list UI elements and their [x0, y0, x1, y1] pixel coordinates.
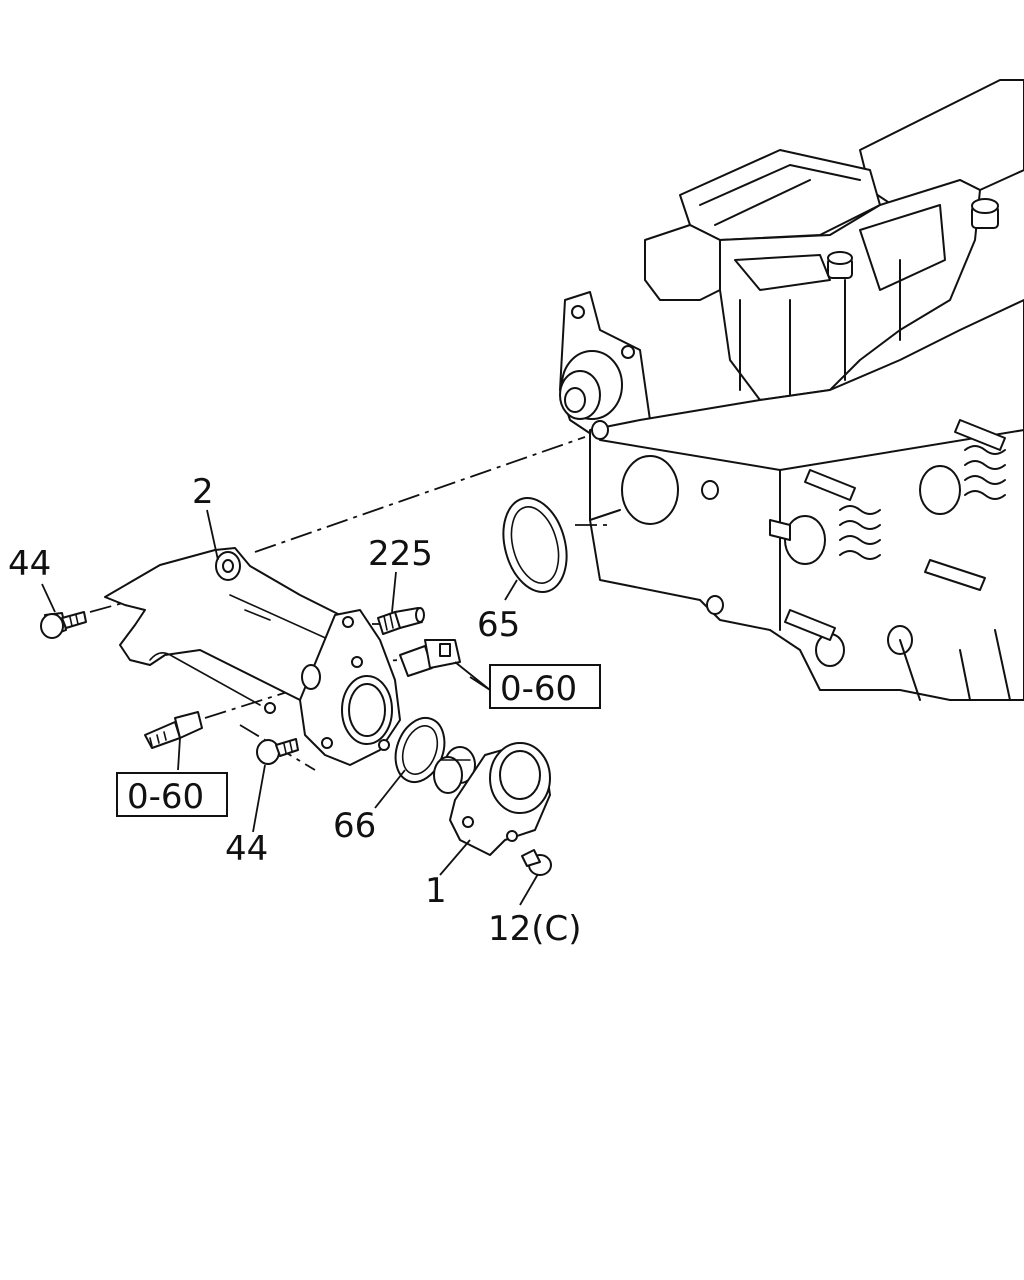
temperature-sensor-left: [144, 711, 203, 749]
callout-gasket-66: 66: [333, 806, 376, 846]
gasket-65: [502, 496, 568, 594]
bolt-44-lower: [256, 738, 299, 765]
reference-box-left: 0-60: [116, 772, 228, 817]
reference-label-right: 0-60: [500, 669, 577, 709]
callout-gasket-65: 65: [477, 605, 520, 645]
callout-bolt-12c: 12(C): [488, 909, 582, 949]
callout-bolt-lower: 44: [225, 829, 268, 869]
gasket-66: [394, 717, 446, 783]
callout-bolt-upper: 44: [8, 544, 51, 584]
reference-box-right: 0-60: [489, 664, 601, 709]
bolt-12c: [521, 849, 552, 876]
cover-bolt: [971, 198, 999, 229]
thermostat: [433, 746, 476, 794]
reference-label-left: 0-60: [127, 777, 204, 817]
leader-lines: [41, 509, 539, 906]
callout-bracket: 2: [192, 472, 214, 512]
temperature-sensor-right: [399, 639, 461, 677]
sensor-225: [377, 607, 425, 635]
water-outlet: [449, 742, 551, 856]
callout-outlet: 1: [425, 871, 447, 911]
cover-bolt: [827, 251, 853, 279]
bolt-44-upper: [40, 611, 87, 639]
callout-sensor-225: 225: [368, 534, 433, 574]
engine-head: [559, 79, 1024, 701]
thermostat-housing-bracket: [104, 547, 401, 766]
